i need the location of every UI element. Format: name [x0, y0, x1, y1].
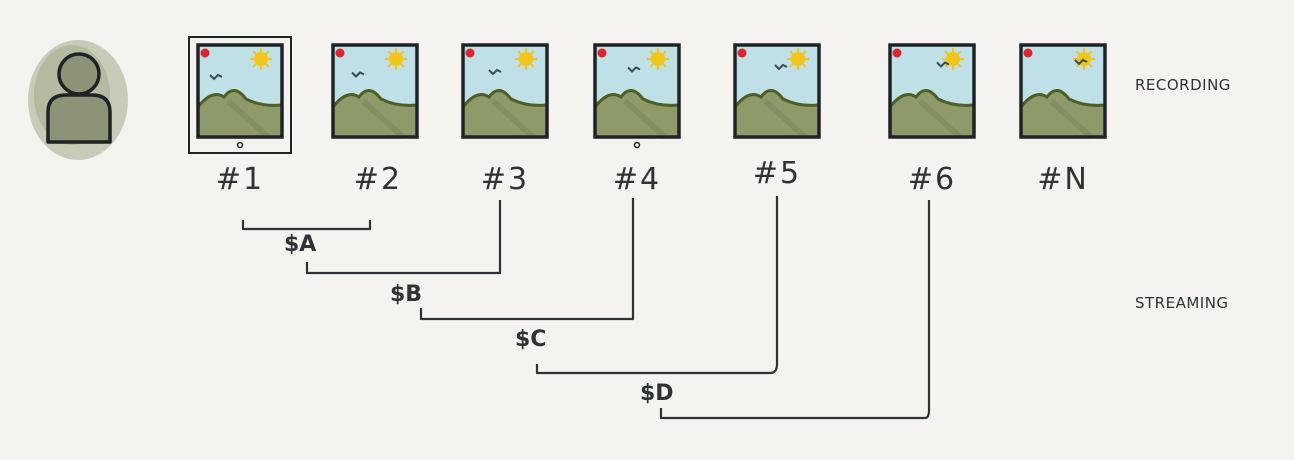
chunk-label-4: $D: [640, 381, 674, 406]
landscape-frame-icon: [888, 43, 976, 140]
frame-marker-dot: [633, 141, 641, 149]
chunk-bracket-2: [419, 198, 635, 321]
landscape-frame-icon: [1019, 43, 1107, 140]
frame-4: [593, 43, 681, 149]
frame-1: [188, 36, 292, 154]
landscape-frame-icon: [733, 43, 821, 140]
frame-5: [733, 43, 821, 140]
record-dot: [200, 48, 210, 58]
selected-frame-highlight: [188, 36, 292, 154]
record-dot: [597, 48, 607, 58]
landscape-frame-icon: [461, 43, 549, 140]
bird-mark: [488, 68, 502, 76]
record-dot: [892, 48, 902, 58]
frame-number-4: #4: [612, 162, 662, 197]
bird-mark: [936, 61, 950, 68]
user-icon: [28, 40, 128, 160]
chunk-bracket-3: [535, 196, 779, 375]
frame-number-3: #3: [480, 162, 530, 197]
chunk-bracket-1: [305, 200, 502, 275]
recording-label: RECORDING: [1135, 76, 1231, 94]
frame-number-5: #5: [752, 156, 802, 191]
bird-mark: [351, 71, 365, 78]
frame-7: [1019, 43, 1107, 140]
bird-mark: [774, 63, 788, 71]
frame-marker-dot: [236, 141, 244, 149]
frame-number-2: #2: [353, 162, 403, 197]
streaming-label: STREAMING: [1135, 294, 1229, 312]
frame-number-6: #6: [907, 162, 957, 197]
chunk-bracket-4: [659, 200, 931, 420]
frame-pair-bracket: [241, 220, 372, 231]
frame-2: [331, 43, 419, 140]
frame-number-7: #N: [1037, 162, 1089, 197]
bird-mark: [627, 66, 641, 73]
record-dot: [737, 48, 747, 58]
frame-3: [461, 43, 549, 140]
chunk-brackets: [241, 196, 931, 420]
bird-mark: [1074, 58, 1088, 66]
landscape-frame-icon: [331, 43, 419, 140]
record-dot: [1023, 48, 1033, 58]
record-dot: [335, 48, 345, 58]
chunk-label-2: $B: [390, 282, 423, 307]
landscape-frame-icon: [196, 43, 284, 140]
frames-layer: [188, 36, 1107, 154]
frame-6: [888, 43, 976, 140]
chunk-label-1: $A: [284, 232, 317, 257]
chunk-label-3: $C: [515, 327, 547, 352]
landscape-frame-icon: [593, 43, 681, 140]
frame-number-1: #1: [215, 162, 265, 197]
record-dot: [465, 48, 475, 58]
bird-mark: [209, 73, 223, 81]
